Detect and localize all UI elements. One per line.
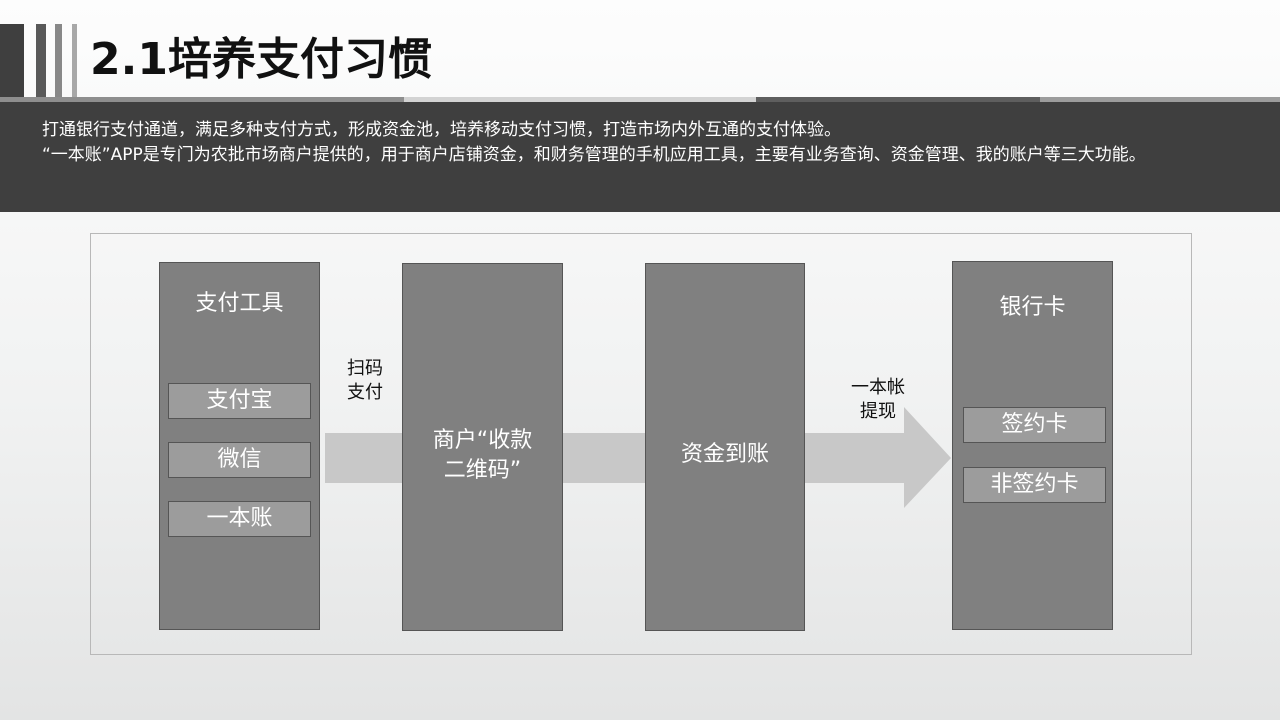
merchant-qr-line-2: 二维码” — [443, 458, 522, 483]
title-divider — [404, 97, 756, 102]
withdraw-line-1: 一本帐 — [851, 377, 905, 398]
title-divider — [0, 97, 404, 102]
bank-card-title: 银行卡 — [999, 295, 1066, 320]
merchant-qr-label: 商户“收款 二维码” — [403, 426, 562, 486]
intro-panel: 打通银行支付通道，满足多种支付方式，形成资金池，培养移动支付习惯，打造市场内外互… — [0, 102, 1280, 212]
title-divider — [1040, 97, 1280, 102]
bank-card-box: 银行卡 — [952, 261, 1113, 630]
page-title: 2.1培养支付习惯 — [90, 34, 432, 85]
scan-pay-line-2: 支付 — [347, 382, 383, 403]
merchant-qr-box: 商户“收款 二维码” — [402, 263, 563, 631]
withdraw-line-2: 提现 — [860, 401, 896, 422]
title-divider — [756, 97, 1040, 102]
header-decoration — [0, 24, 80, 98]
intro-line-1: 打通银行支付通道，满足多种支付方式，形成资金池，培养移动支付习惯，打造市场内外互… — [42, 120, 841, 140]
bank-card-unsigned: 非签约卡 — [963, 467, 1106, 503]
header-bar — [0, 24, 24, 98]
funds-box: 资金到账 — [645, 263, 805, 631]
diagram-frame — [90, 233, 1192, 655]
scan-pay-label: 扫码 支付 — [335, 357, 395, 405]
header-bar — [72, 24, 77, 98]
intro-line-2: “一本账”APP是专门为农批市场商户提供的，用于商户店铺资金，和财务管理的手机应… — [42, 145, 1146, 165]
payment-alipay: 支付宝 — [168, 383, 311, 419]
header-bar — [55, 24, 62, 98]
payment-tools-title: 支付工具 — [195, 291, 284, 316]
withdraw-label: 一本帐 提现 — [838, 376, 918, 424]
bank-card-signed: 签约卡 — [963, 407, 1106, 443]
scan-pay-line-1: 扫码 — [347, 358, 383, 379]
funds-label: 资金到账 — [680, 442, 769, 467]
payment-wechat: 微信 — [168, 442, 311, 478]
merchant-qr-line-1: 商户“收款 — [432, 428, 533, 453]
payment-yibenzhang: 一本账 — [168, 501, 311, 537]
header-bar — [36, 24, 46, 98]
